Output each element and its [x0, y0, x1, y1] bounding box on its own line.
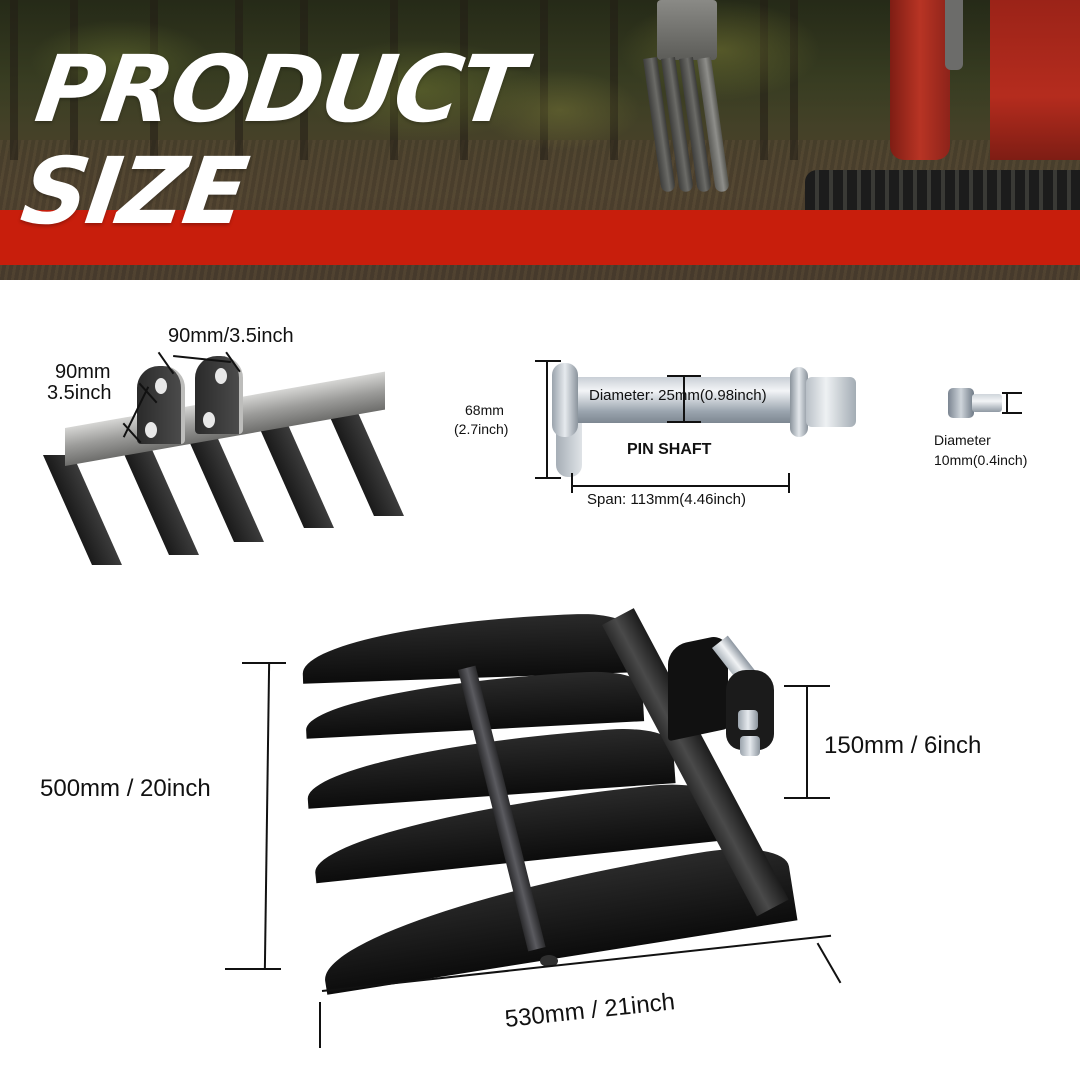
pin-head: [552, 363, 578, 437]
red-accent-band: [0, 210, 1080, 265]
plate-height-inch-label: 3.5inch: [47, 382, 112, 404]
mounting-plate-left: [137, 366, 185, 444]
rake-mount-bracket: [668, 633, 778, 760]
plate-height-mm-label: 90mm: [55, 361, 111, 383]
bolt-diameter-value: 10mm(0.4inch): [934, 452, 1028, 468]
pin-rod: [570, 377, 800, 423]
tree-trunks: [0, 0, 1080, 280]
pin-height-inch-label: (2.7inch): [454, 421, 509, 437]
rake-mount-height-label: 150mm / 6inch: [824, 732, 982, 759]
hero-banner: PRODUCT SIZE: [0, 0, 1080, 280]
mounting-plate-detail: 90mm/3.5inch 90mm 3.5inch: [35, 320, 404, 565]
pin-shaft-title: PIN SHAFT: [627, 441, 712, 458]
rake-width-label: 530mm / 21inch: [503, 988, 677, 1033]
pin-shaft-detail: 68mm (2.7inch) Diameter: 25mm(0.98inch) …: [454, 355, 880, 515]
pin-diameter-label: Diameter: 25mm(0.98inch): [589, 387, 767, 404]
page-title: PRODUCT SIZE: [15, 36, 528, 245]
title-line-1: PRODUCT: [29, 36, 529, 143]
mounting-plate-right: [195, 356, 243, 434]
title-line-2: SIZE: [15, 138, 253, 245]
photo-ripper-attachment: [635, 0, 735, 200]
bolt-diameter-title: Diameter: [934, 432, 991, 448]
bolt-head: [948, 388, 974, 418]
bolt-detail: Diameter 10mm(0.4inch): [930, 380, 1070, 475]
pin-nut: [806, 377, 856, 427]
photo-excavator: [800, 0, 1080, 210]
pin-height-mm-label: 68mm: [465, 402, 504, 418]
plate-spacing-label: 90mm/3.5inch: [168, 325, 294, 347]
rake-height-label: 500mm / 20inch: [40, 775, 211, 802]
pin-span-label: Span: 113mm(4.46inch): [587, 491, 746, 508]
bolt-shank: [972, 394, 1002, 412]
pin-washer: [790, 367, 808, 437]
